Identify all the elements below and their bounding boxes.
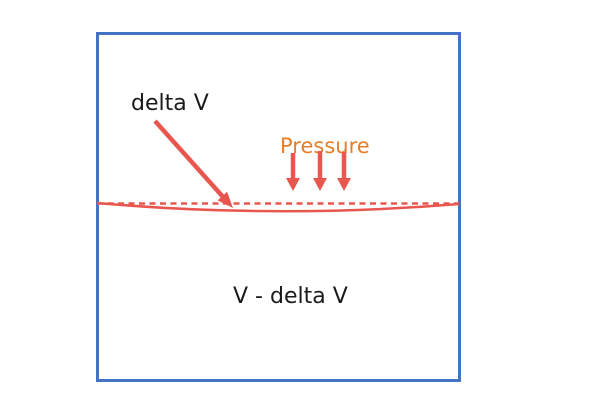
delta-v-label: delta V: [131, 91, 209, 116]
volume-label: V - delta V: [233, 284, 348, 309]
container-box: [96, 32, 461, 382]
pressure-label: Pressure: [280, 134, 370, 158]
